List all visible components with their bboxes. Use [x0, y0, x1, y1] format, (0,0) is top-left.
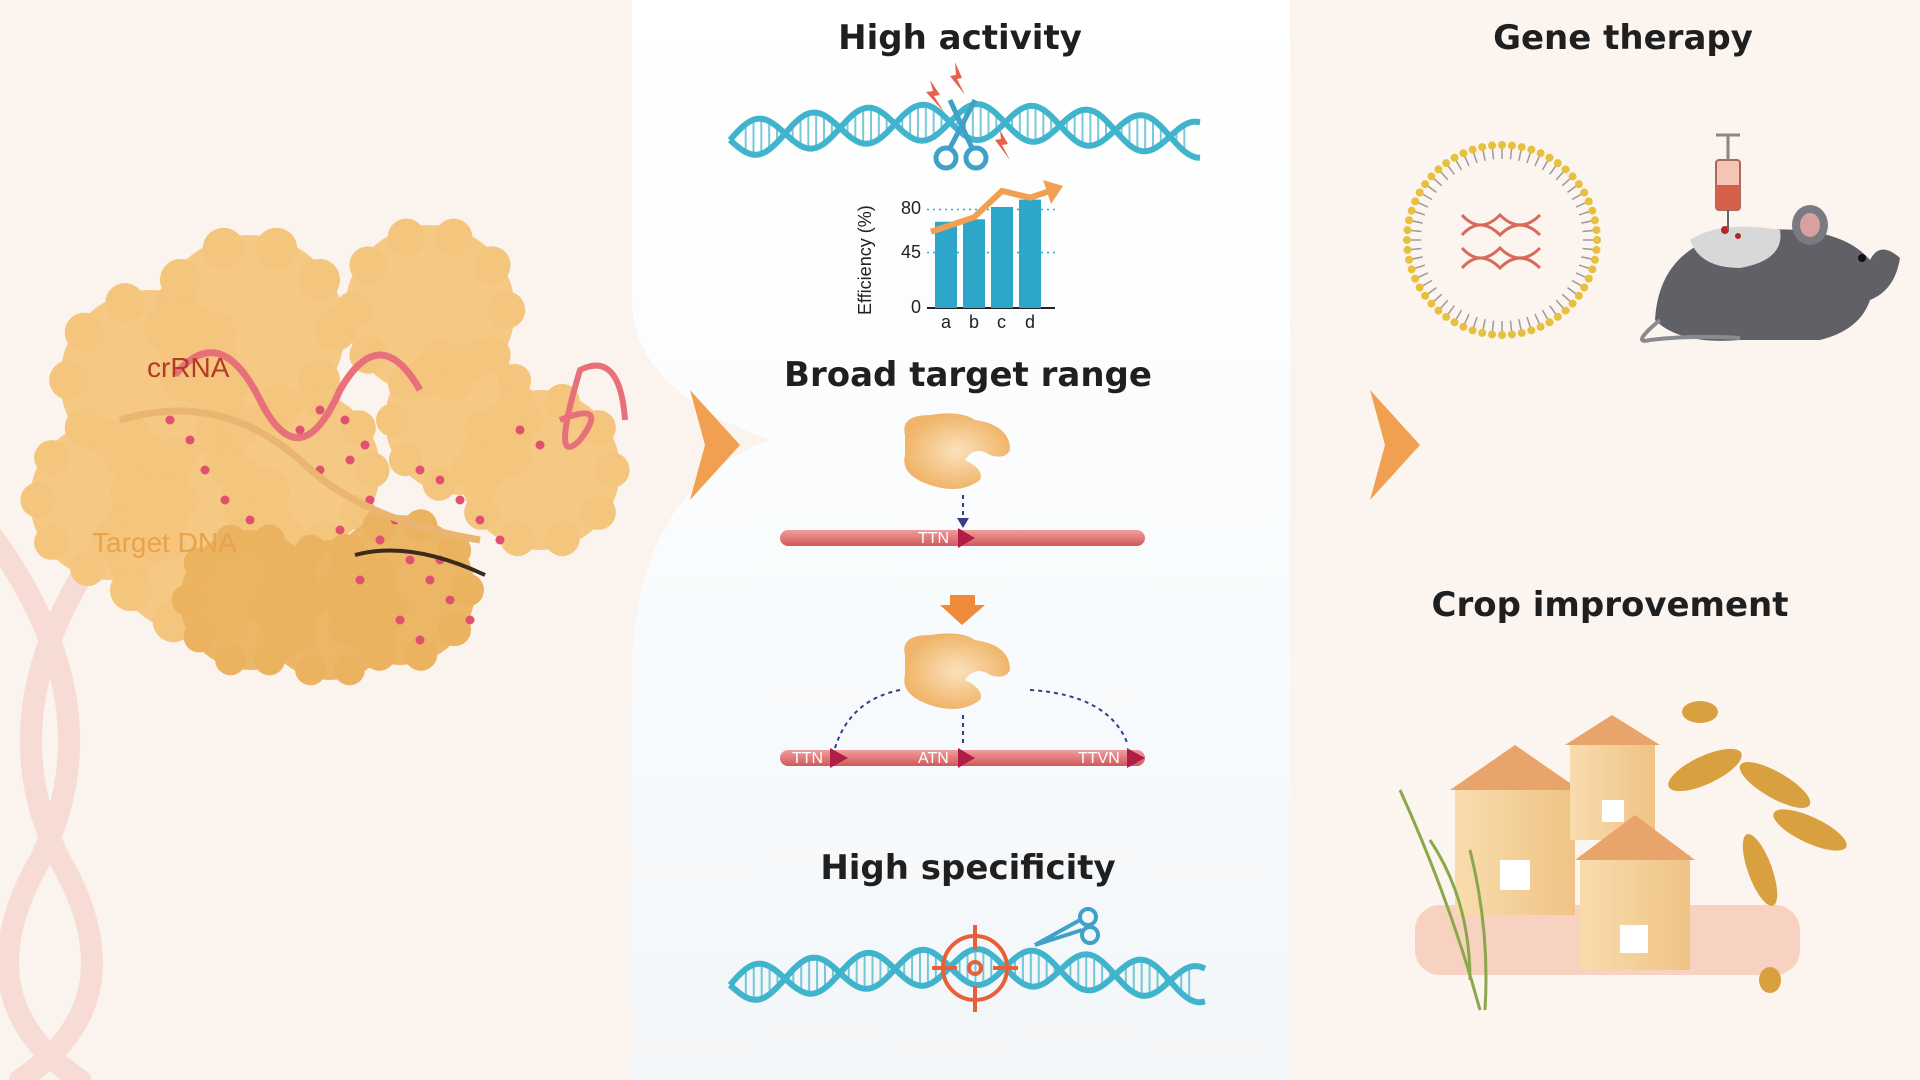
- chart-trend-line: [930, 187, 1054, 235]
- chart-xtick-d: d: [1025, 312, 1036, 332]
- syringe-icon: [1715, 133, 1741, 230]
- liposome-icon: [1403, 141, 1601, 339]
- scissors-icon-small: [1034, 907, 1100, 947]
- arrow-right-1: [690, 390, 740, 500]
- rice-plant-icon: [1398, 789, 1488, 1011]
- soybean-plant-icon: [1668, 701, 1847, 993]
- crrna-strand: [172, 349, 424, 442]
- pam-label-ttn: TTN: [792, 750, 824, 767]
- crrna-label: crRNA: [147, 352, 230, 383]
- dna-helix-specificity: [727, 946, 1207, 1006]
- high-activity-title: High activity: [838, 18, 1082, 58]
- broad-target-range-title: Broad target range: [784, 355, 1152, 395]
- arrow-right-2: [1370, 390, 1420, 500]
- chart-trend-arrowhead: [1043, 180, 1063, 204]
- cas-protein-icon-bottom: [904, 633, 1010, 709]
- target-dna-strand: [118, 407, 481, 544]
- lightning-icon: [926, 62, 1010, 160]
- efficiency-bar-chart: [927, 180, 1063, 309]
- mini-dna-icons: [1460, 212, 1542, 271]
- mouse-icon: [1640, 205, 1900, 343]
- chart-bar-b: [963, 219, 985, 308]
- chart-ytick-0: 0: [911, 297, 922, 317]
- high-specificity-title: High specificity: [820, 848, 1116, 888]
- scissors-icon: [933, 98, 989, 171]
- silo-left: [1450, 745, 1580, 915]
- pam-label-atn: ATN: [918, 750, 949, 767]
- transition-arrow-down: [940, 595, 985, 625]
- chart-xtick-c: c: [997, 312, 1006, 332]
- pam-marker-ttn: [830, 748, 848, 768]
- chart-xtick-a: a: [941, 312, 952, 332]
- chart-ytick-80: 80: [901, 198, 922, 219]
- pam-marker-ttvn: [1127, 748, 1145, 768]
- chart-bar-c: [991, 206, 1013, 308]
- dna-segment-dark: [354, 548, 486, 577]
- pam-marker-atn: [958, 748, 975, 768]
- cas-protein-icon-top: [904, 413, 1010, 489]
- pam-label-ttvn: TTVN: [1078, 750, 1120, 767]
- crrna-dots: [165, 405, 545, 645]
- dashed-arrows: [834, 689, 1129, 749]
- chart-ylabel: Efficiency (%): [855, 205, 875, 315]
- gene-therapy-title: Gene therapy: [1493, 18, 1753, 58]
- crrna-loop: [558, 362, 628, 450]
- crop-improvement-title: Crop improvement: [1431, 585, 1789, 625]
- chart-bar-d: [1019, 199, 1041, 308]
- background-dna-helix: [0, 509, 131, 1080]
- target-dna-label: Target DNA: [92, 527, 237, 558]
- silo-bottom-right: [1575, 815, 1695, 970]
- arrow-head: [957, 518, 969, 528]
- silo-top-right: [1565, 715, 1660, 840]
- target-icon: [932, 925, 1018, 1012]
- pam-label-top: TTN: [918, 530, 950, 547]
- chart-xtick-b: b: [969, 312, 980, 332]
- pam-marker-top: [958, 528, 975, 548]
- chart-ytick-45: 45: [901, 241, 922, 262]
- chart-bar-a: [935, 221, 957, 308]
